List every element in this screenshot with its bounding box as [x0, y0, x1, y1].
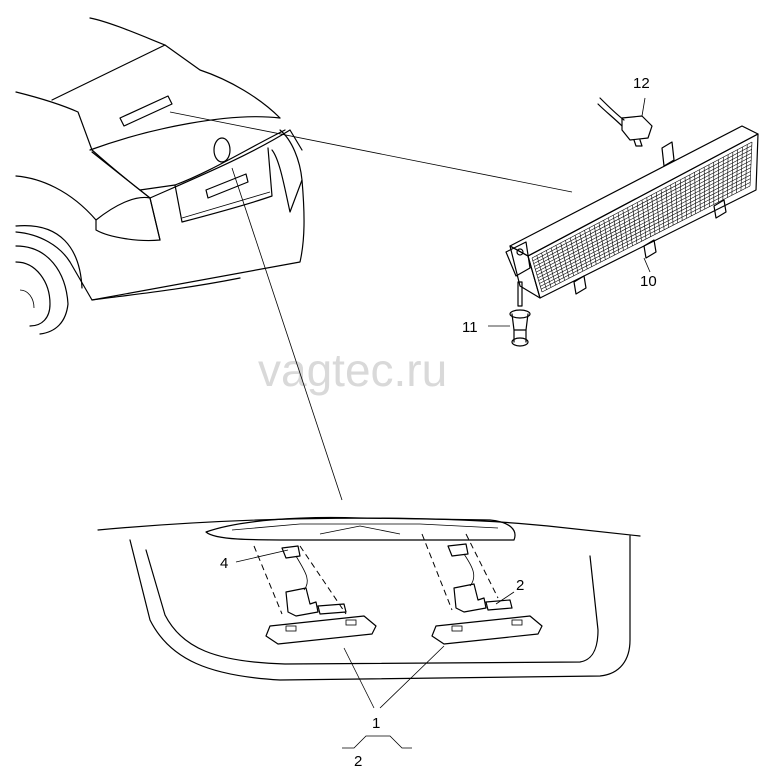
- leader-4: [236, 550, 288, 562]
- callout-12: 12: [633, 75, 650, 92]
- callout-2-part: 2: [516, 577, 524, 594]
- leader-10: [644, 258, 650, 272]
- callout-1: 1: [372, 715, 380, 732]
- leader-1-right: [380, 646, 444, 708]
- mounting-clip-icon: [510, 282, 530, 346]
- callout-4: 4: [220, 555, 228, 572]
- licence-plate-lamp-left-icon: [254, 546, 376, 644]
- callout-2-group: 2: [354, 753, 362, 770]
- car-rear-view-icon: [16, 18, 304, 334]
- leader-1-left: [344, 648, 374, 708]
- callout-10: 10: [640, 273, 657, 290]
- callout-11: 11: [462, 319, 478, 336]
- high-mount-brake-light-icon: [506, 126, 758, 298]
- watermark-text: vagtec.ru: [258, 344, 447, 396]
- group-bracket: [342, 736, 412, 748]
- leader-2: [496, 592, 514, 604]
- leader-plate-lamp: [232, 168, 342, 500]
- leader-12: [642, 98, 645, 116]
- boot-lid-detail: [98, 518, 640, 680]
